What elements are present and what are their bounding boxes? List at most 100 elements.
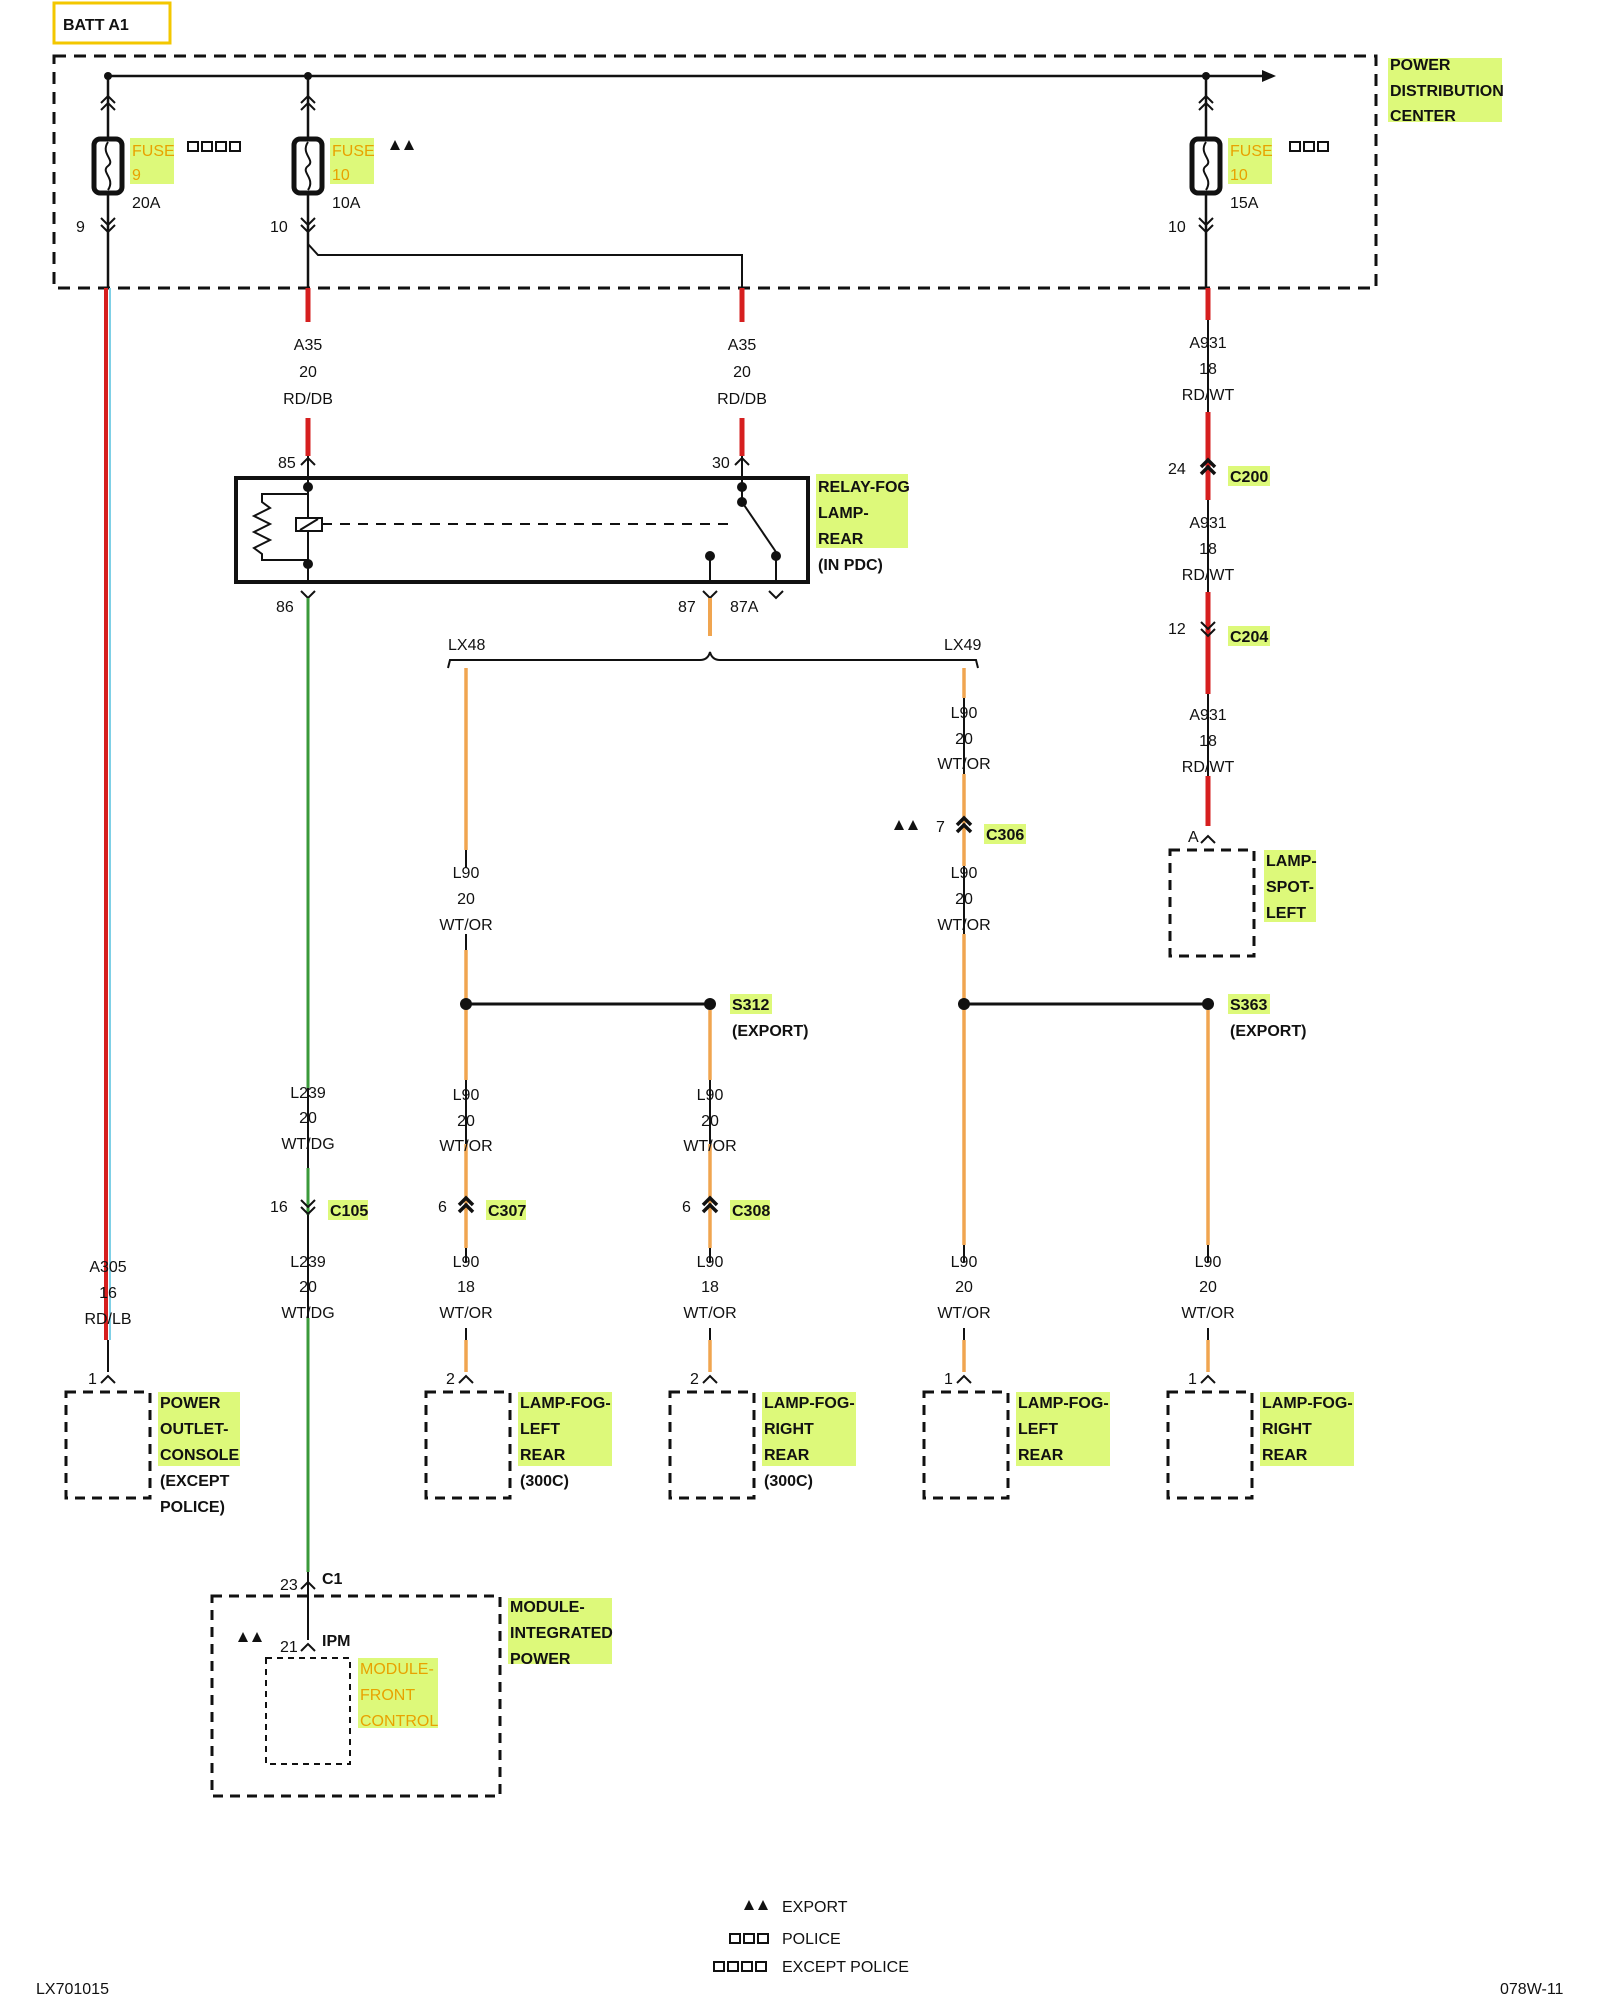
c200-pin: 24	[1168, 461, 1186, 478]
a35r-color: RD/DB	[717, 391, 767, 408]
outlet-extra-2: POLICE)	[160, 1499, 225, 1516]
col1a-color: WT/OR	[439, 917, 492, 934]
a35l-color: RD/DB	[283, 391, 333, 408]
l239a-id: L239	[290, 1085, 326, 1102]
fog1-label-1: LAMP-FOG-	[520, 1395, 611, 1412]
col1b-id: L90	[453, 1087, 480, 1104]
fog2-box	[668, 1390, 756, 1500]
s312-note: (EXPORT)	[732, 1023, 808, 1040]
relay-pin-85: 85	[278, 455, 296, 472]
fog1-pin: 2	[446, 1371, 455, 1388]
relay-label-4: (IN PDC)	[818, 557, 883, 574]
fog4-label-2: RIGHT	[1262, 1421, 1312, 1438]
spot-lamp-box	[1168, 848, 1256, 958]
c200-name: C200	[1230, 469, 1268, 486]
fog2-extra: (300C)	[764, 1473, 813, 1490]
s312-name: S312	[732, 997, 769, 1014]
spot-label-1: LAMP-	[1266, 853, 1317, 870]
col2b-color: WT/OR	[683, 1138, 736, 1155]
s363-note: (EXPORT)	[1230, 1023, 1306, 1040]
fog2-label-2: RIGHT	[764, 1421, 814, 1438]
relay-coil	[251, 478, 736, 582]
bus-arrow	[1262, 70, 1276, 82]
a931-2-gauge: 18	[1199, 541, 1217, 558]
col1a-id: L90	[453, 865, 480, 882]
fuse-10b-pin: 10	[1168, 219, 1186, 236]
fog4-box	[1166, 1390, 1254, 1500]
fcm-pin: 21	[280, 1639, 298, 1656]
fuse-10b-num: 10	[1230, 167, 1248, 184]
col2c-gauge: 18	[701, 1279, 719, 1296]
a35l-id: A35	[294, 337, 323, 354]
fuse-10a-num: 10	[332, 167, 350, 184]
legend-police-icon	[729, 1933, 769, 1944]
pdc-highlight	[1388, 58, 1502, 122]
col1b-color: WT/OR	[439, 1138, 492, 1155]
fuse-10-a	[294, 76, 743, 288]
export-icon-fcm	[238, 1632, 262, 1642]
ipm-label-1: MODULE-	[510, 1599, 585, 1616]
c204-pin: 12	[1168, 621, 1186, 638]
relay-pin-87a: 87A	[730, 599, 759, 616]
fcm-label-2: FRONT	[360, 1687, 415, 1704]
outlet-pin: 1	[88, 1371, 97, 1388]
a931-2-id: A931	[1189, 515, 1226, 532]
c105-pin: 16	[270, 1199, 288, 1216]
c308-name: C308	[732, 1203, 770, 1220]
lx48-label: LX48	[448, 637, 485, 654]
relay-label-3: REAR	[818, 531, 864, 548]
fuse-10b-name: FUSE	[1230, 143, 1273, 160]
fuse-10b-amp: 15A	[1230, 195, 1259, 212]
relay-pin-30: 30	[712, 455, 730, 472]
c306-pin: 7	[936, 819, 945, 836]
col4c-id: L90	[1195, 1254, 1222, 1271]
fog1-label-3: REAR	[520, 1447, 566, 1464]
fog4-label-3: REAR	[1262, 1447, 1308, 1464]
legend-except-police: EXCEPT POLICE	[782, 1959, 909, 1976]
legend-export-icon	[744, 1900, 768, 1910]
ipm-box	[210, 1594, 502, 1798]
a931-2-color: RD/WT	[1182, 567, 1235, 584]
lx49-label: LX49	[944, 637, 981, 654]
c204-name: C204	[1230, 629, 1268, 646]
col3c-gauge: 20	[955, 1279, 973, 1296]
relay-pin-87: 87	[678, 599, 696, 616]
a931-1-color: RD/WT	[1182, 387, 1235, 404]
col1c-color: WT/OR	[439, 1305, 492, 1322]
legend-police: POLICE	[782, 1931, 841, 1948]
a931-1-id: A931	[1189, 335, 1226, 352]
outlet-label-1: POWER	[160, 1395, 221, 1412]
a931-1-gauge: 18	[1199, 361, 1217, 378]
fog3-box	[922, 1390, 1010, 1500]
fuse-10a-amp: 10A	[332, 195, 361, 212]
col1c-gauge: 18	[457, 1279, 475, 1296]
relay-label-2: LAMP-	[818, 505, 869, 522]
fuse-9-amp: 20A	[132, 195, 161, 212]
pdc-label-1: POWER	[1390, 57, 1451, 74]
a35r-gauge: 20	[733, 364, 751, 381]
c307-name: C307	[488, 1203, 526, 1220]
fog3-label-3: REAR	[1018, 1447, 1064, 1464]
fog2-label-1: LAMP-FOG-	[764, 1395, 855, 1412]
fuse-10-b	[1192, 76, 1220, 288]
fog1-label-2: LEFT	[520, 1421, 560, 1438]
fcm-label-3: CONTROL	[360, 1713, 438, 1730]
col3c-id: L90	[951, 1254, 978, 1271]
c307-pin: 6	[438, 1199, 447, 1216]
col2c-id: L90	[697, 1254, 724, 1271]
outlet-label-3: CONSOLE	[160, 1447, 239, 1464]
c1-pin: 23	[280, 1577, 298, 1594]
col3a-id: L90	[951, 705, 978, 722]
footer-right: 078W-11	[1500, 1981, 1564, 1998]
pdc-label-3: CENTER	[1390, 108, 1456, 125]
a931-3-color: 18	[1199, 733, 1217, 750]
col2b-gauge: 20	[701, 1113, 719, 1130]
relay-box	[234, 476, 810, 584]
col1b-gauge: 20	[457, 1113, 475, 1130]
a35l-gauge: 20	[299, 364, 317, 381]
batt-label: BATT A1	[63, 17, 129, 34]
col3b-gauge: 20	[955, 891, 973, 908]
l239a-color: WT/DG	[281, 1136, 334, 1153]
fog3-label-1: LAMP-FOG-	[1018, 1395, 1109, 1412]
outlet-extra-1: (EXCEPT	[160, 1473, 230, 1490]
